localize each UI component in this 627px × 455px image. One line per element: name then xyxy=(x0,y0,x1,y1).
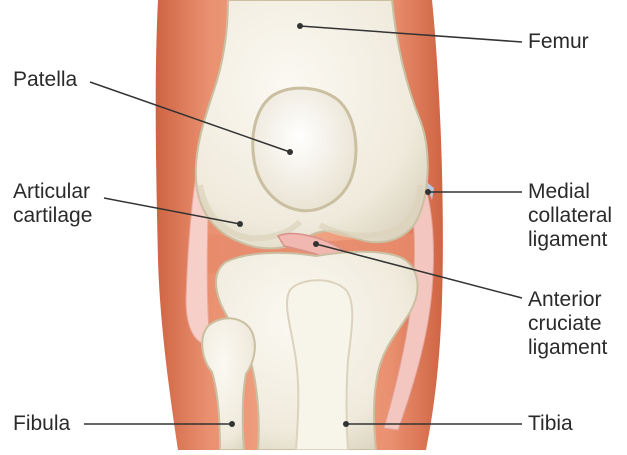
fibula-label: Fibula xyxy=(13,412,70,436)
anterior-cruciate-dot xyxy=(313,241,319,247)
tibia-label: Tibia xyxy=(528,412,573,436)
articular-cartilage-dot xyxy=(237,221,243,227)
femur-dot xyxy=(297,23,303,29)
femur-label: Femur xyxy=(528,30,589,54)
patella-label: Patella xyxy=(13,68,77,92)
anterior-cruciate-ligament-label: Anterior cruciate ligament xyxy=(528,288,607,360)
patella-dot xyxy=(287,149,293,155)
tibia-dot xyxy=(343,421,349,427)
articular-cartilage-label: Articular cartilage xyxy=(13,180,92,228)
fibula-dot xyxy=(229,421,235,427)
patella-shape xyxy=(253,88,356,211)
medial-collateral-ligament-label: Medial collateral ligament xyxy=(528,180,612,252)
medial-collateral-dot xyxy=(425,189,431,195)
